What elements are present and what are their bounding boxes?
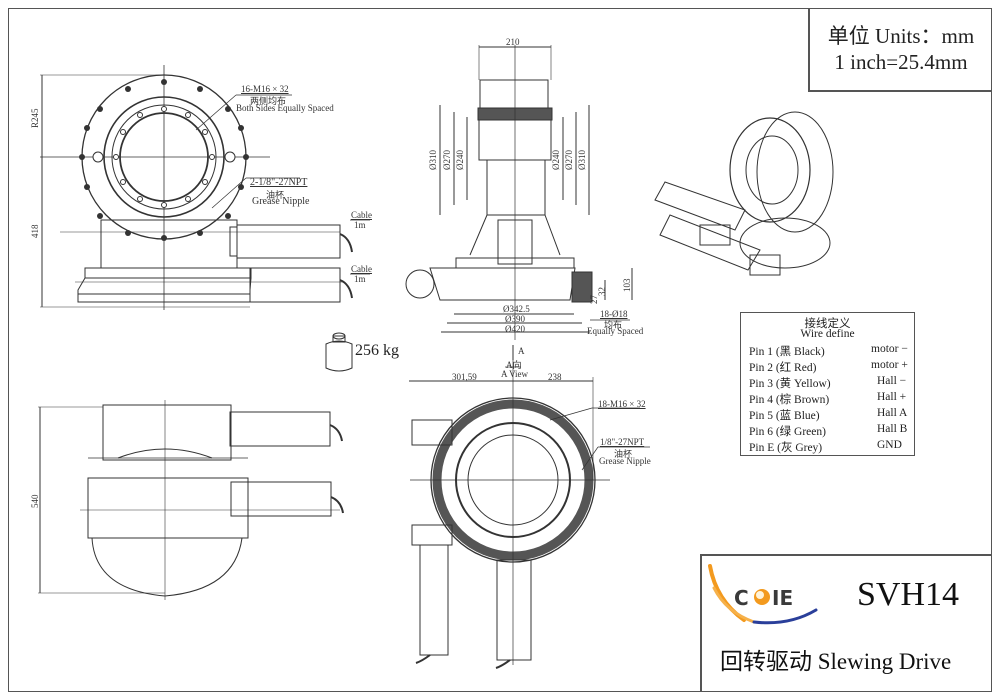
cable2-length: 1m [354,274,366,284]
grease-note: 2-1/8"-27NPT [250,177,308,188]
title-block: C IE SVH14 回转驱动 Slewing Drive [700,554,992,692]
bolt-note-en: Both Sides Equally Spaced [236,103,334,113]
units-box: 单位 Units：mm 1 inch=25.4mm [808,8,992,92]
wire-pin: Pin 3 (黄 Yellow) [749,378,831,390]
wire-row: Pin 2 (红 Red) motor + [749,359,909,375]
wire-pin: Pin 2 (红 Red) [749,362,817,374]
side-view [405,45,633,340]
inch-conversion: 1 inch=25.4mm [834,50,968,74]
wire-function: Hall B [877,423,908,435]
dim-height: 418 [30,224,40,239]
dim-left-270: Ø270 [442,150,452,170]
grease-note-en: Grease Nipple [252,196,310,207]
logo-ie: IE [772,586,793,610]
a-view [409,345,650,669]
wire-pin: Pin 1 (黑 Black) [749,346,825,358]
wire-row: Pin 6 (绿 Green) Hall B [749,423,909,439]
wire-row: Pin 4 (棕 Brown) Hall + [749,391,909,407]
wire-title-en: Wire define [800,328,855,340]
wire-row: Pin 5 (蓝 Blue) Hall A [749,407,909,423]
wire-row: Pin 3 (黄 Yellow) Hall − [749,375,909,391]
dim-left-240: Ø240 [455,150,465,170]
dim-right-270: Ø270 [564,150,574,170]
wire-function: GND [877,439,902,451]
a-arrow-label: A [518,346,525,356]
front-view [40,65,370,310]
wire-row: Pin E (灰 Grey) GND [749,439,909,455]
wire-function: Hall + [877,391,907,403]
dim-radius: R245 [30,108,40,128]
wire-pin: Pin 5 (蓝 Blue) [749,410,820,422]
model-number: SVH14 [857,576,960,613]
wire-pin: Pin 4 (棕 Brown) [749,394,830,406]
dim-103: 103 [622,278,632,293]
a-view-title-cn: A向 [506,360,522,370]
bolt-note: 16-M16 × 32 [241,84,289,94]
holes-note: 18-Ø18 [600,309,628,319]
weight-value: 256 kg [355,342,399,359]
dim-right: 238 [548,372,562,382]
cable1-label: Cable [351,210,372,220]
wire-function: motor − [871,343,908,355]
a-view-title-en: A View [501,369,529,379]
front-view-inner-bolts [92,106,236,208]
dim-right-310: Ø310 [577,150,587,170]
units-label: 单位 Units：mm [827,24,975,48]
coie-logo: C IE [708,564,818,625]
dim-27: 27 [589,295,599,304]
dim-540: 540 [30,494,40,509]
bolt-note-cn: 两侧均布 [250,96,287,106]
dim-right-240: Ø240 [551,150,561,170]
wire-pin: Pin 6 (绿 Green) [749,426,826,438]
a-grease-note: 1/8"-27NPT [600,437,645,447]
a-grease-note-cn: 油杯 [614,449,633,459]
cable2-label: Cable [351,264,372,274]
holes-note-cn: 均布 [604,320,623,330]
a-grease-note-en: Grease Nipple [599,456,651,466]
wire-pin: Pin E (灰 Grey) [749,442,823,454]
drawing-frame [8,8,992,692]
top-view [38,400,344,600]
holes-note-en: Equally Spaced [587,326,644,336]
dim-342: Ø342.5 [503,304,530,314]
product-description: 回转驱动 Slewing Drive [720,649,952,674]
weight-icon [325,332,353,372]
cable1-length: 1m [354,220,366,230]
dim-width: 210 [506,37,520,47]
wire-function: Hall A [877,407,908,419]
logo-c: C [734,586,749,610]
dim-left: 301,59 [452,372,477,382]
dim-390: Ø390 [505,314,525,324]
dim-420: Ø420 [505,324,525,334]
front-view-bolts [79,79,249,241]
isometric-view [654,111,834,276]
dim-left-310: Ø310 [428,150,438,170]
wire-function: Hall − [877,375,907,387]
a-bolt-note: 18-M16 × 32 [598,399,646,409]
wire-row: Pin 1 (黑 Black) motor − [749,343,909,359]
wire-title-cn: 接线定义 [804,318,851,330]
grease-note-cn: 油杯 [266,190,285,200]
wire-define-table: 接线定义 Wire define Pin 1 (黑 Black)motor − … [740,312,915,456]
wire-function: motor + [871,359,908,371]
